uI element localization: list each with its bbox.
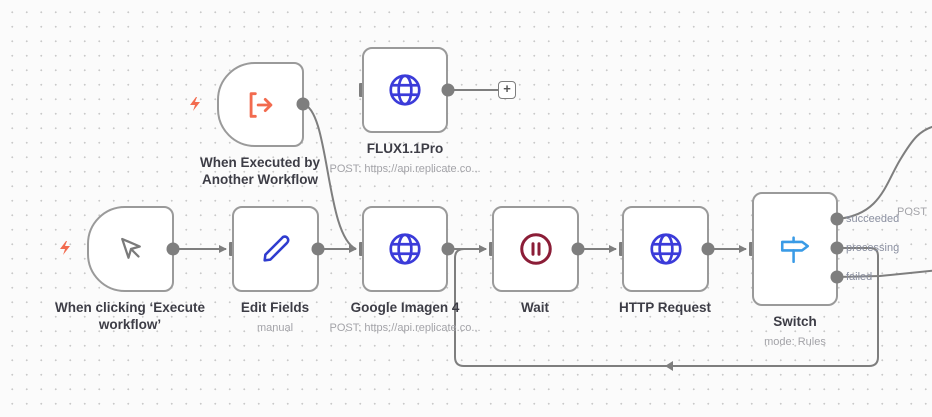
node-subtitle: mode: Rules (764, 336, 826, 348)
node-title: HTTP Request (618, 300, 711, 315)
cursor-icon (120, 237, 141, 259)
node-subtitle: manual (256, 322, 294, 334)
output-handle[interactable] (571, 242, 585, 256)
node-wait[interactable] (492, 206, 579, 292)
globe-icon (389, 233, 421, 265)
node-title: Switch (773, 314, 817, 329)
label-line: When Executed by (199, 155, 321, 170)
offscreen-node-subtitle: POST (897, 206, 927, 218)
label-line: workflow’ (98, 317, 162, 332)
node-subtitle: POST: https://api.replicate.co... (329, 322, 481, 334)
node-title: Edit Fields (240, 300, 310, 315)
globe-icon (649, 233, 682, 265)
label-line: Another Workflow (202, 172, 318, 187)
loop-direction-arrow (665, 361, 673, 371)
output-handle-processing[interactable] (830, 241, 844, 255)
globe-icon (389, 74, 421, 106)
output-label-failed: failed (846, 271, 873, 283)
edge-succeeded-offscreen[interactable] (836, 125, 932, 220)
node-flux[interactable] (362, 47, 448, 133)
node-switch[interactable] (752, 192, 838, 306)
sign-in-arrow-icon (249, 91, 272, 118)
node-http-request[interactable] (622, 206, 709, 292)
node-subtitle: POST: https://api.replicate.co... (329, 163, 481, 175)
output-handle[interactable] (701, 242, 715, 256)
output-handle[interactable] (296, 97, 310, 111)
output-handle[interactable] (441, 83, 455, 97)
trigger-bolt-icon (60, 241, 70, 255)
node-google-imagen[interactable] (362, 206, 448, 292)
add-node-button[interactable]: + (498, 81, 516, 99)
output-label-processing: processing (846, 242, 900, 254)
output-handle[interactable] (166, 242, 180, 256)
output-handle[interactable] (441, 242, 455, 256)
output-label-succeeded: succeeded (846, 213, 900, 225)
node-title: FLUX1.1Pro (366, 141, 444, 156)
edge-failed-offscreen[interactable] (836, 269, 932, 278)
signpost-icon (780, 236, 810, 264)
output-handle[interactable] (311, 242, 325, 256)
pause-circle-icon (519, 233, 552, 265)
node-label-execute-trigger: When clicking ‘Execute workflow’ (40, 299, 220, 333)
trigger-bolt-icon (190, 97, 200, 111)
pencil-icon (262, 235, 289, 262)
label-line: When clicking ‘Execute (54, 300, 206, 315)
node-workflow-trigger[interactable] (217, 62, 304, 147)
edge-workflow-trigger-to-imagen[interactable] (302, 103, 357, 250)
node-execute-trigger[interactable] (87, 206, 174, 292)
node-label-workflow-trigger: When Executed by Another Workflow (170, 154, 350, 188)
node-title: Wait (521, 300, 549, 315)
node-edit-fields[interactable] (232, 206, 319, 292)
node-title: Google Imagen 4 (350, 300, 460, 315)
output-handle-failed[interactable] (830, 270, 844, 284)
output-handle-succeeded[interactable] (830, 212, 844, 226)
